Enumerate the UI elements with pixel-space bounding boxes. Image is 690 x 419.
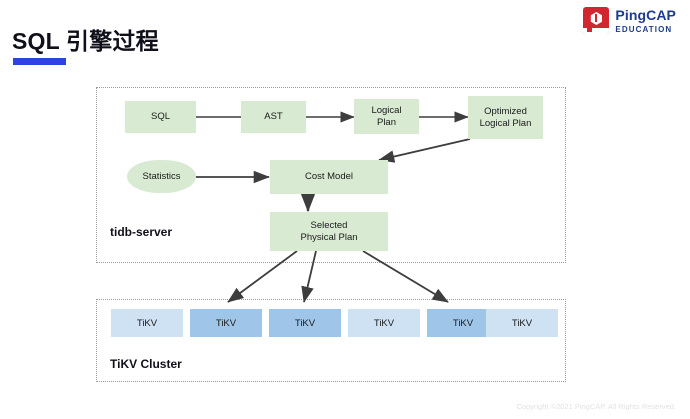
node-logical-plan[interactable]: Logical Plan [354,99,419,134]
node-cost-model[interactable]: Cost Model [270,160,388,194]
node-ast-label: AST [264,111,283,123]
node-optimized-logical-plan-label-line1: Optimized [484,105,527,117]
tidb-server-zone [96,87,566,263]
node-statistics[interactable]: Statistics [127,160,196,193]
node-logical-plan-label-line1: Logical [371,104,402,116]
node-statistics-label: Statistics [142,170,181,182]
pingcap-hexagon-icon [590,12,602,25]
tikv-node-1[interactable]: TiKV [111,309,183,337]
title-accent-rule [13,58,66,65]
tikv-node-3-label: TiKV [294,317,316,329]
tikv-node-5-label: TiKV [452,317,474,329]
node-sql-label: SQL [150,111,170,123]
tikv-node-3[interactable]: TiKV [269,309,341,337]
node-optimized-logical-plan-label-line2: Logical Plan [479,117,532,129]
node-ast[interactable]: AST [241,101,306,133]
tikv-node-6[interactable]: TiKV [486,309,558,337]
tikv-cluster-zone-label: TiKV Cluster [110,357,182,371]
pingcap-book-icon [583,7,610,34]
node-logical-plan-label-line2: Plan [376,116,396,128]
tikv-node-6-label: TiKV [511,317,533,329]
tikv-node-2[interactable]: TiKV [190,309,262,337]
book-spine-icon [583,28,610,34]
copyright-footer: Copyright ©2021 PingCAP. All Rights Rese… [516,402,676,411]
logo-subtitle: EDUCATION [615,24,673,34]
node-selected-physical-plan[interactable]: Selected Physical Plan [270,212,388,251]
node-selected-physical-plan-label-line1: Selected [310,219,348,231]
tikv-node-1-label: TiKV [136,317,158,329]
node-optimized-logical-plan[interactable]: Optimized Logical Plan [468,96,543,139]
logo-text: PingCAP EDUCATION [615,8,676,34]
tikv-node-2-label: TiKV [215,317,237,329]
tikv-node-4-label: TiKV [373,317,395,329]
node-selected-physical-plan-label-line2: Physical Plan [300,231,358,243]
page-title: SQL 引擎过程 [12,28,159,54]
tikv-cluster-zone [96,299,566,382]
node-sql[interactable]: SQL [125,101,196,133]
node-cost-model-label: Cost Model [304,171,354,183]
pingcap-logo: PingCAP EDUCATION [583,7,676,34]
tidb-server-zone-label: tidb-server [110,225,173,239]
tikv-node-4[interactable]: TiKV [348,309,420,337]
logo-brand-name: PingCAP [615,6,676,23]
